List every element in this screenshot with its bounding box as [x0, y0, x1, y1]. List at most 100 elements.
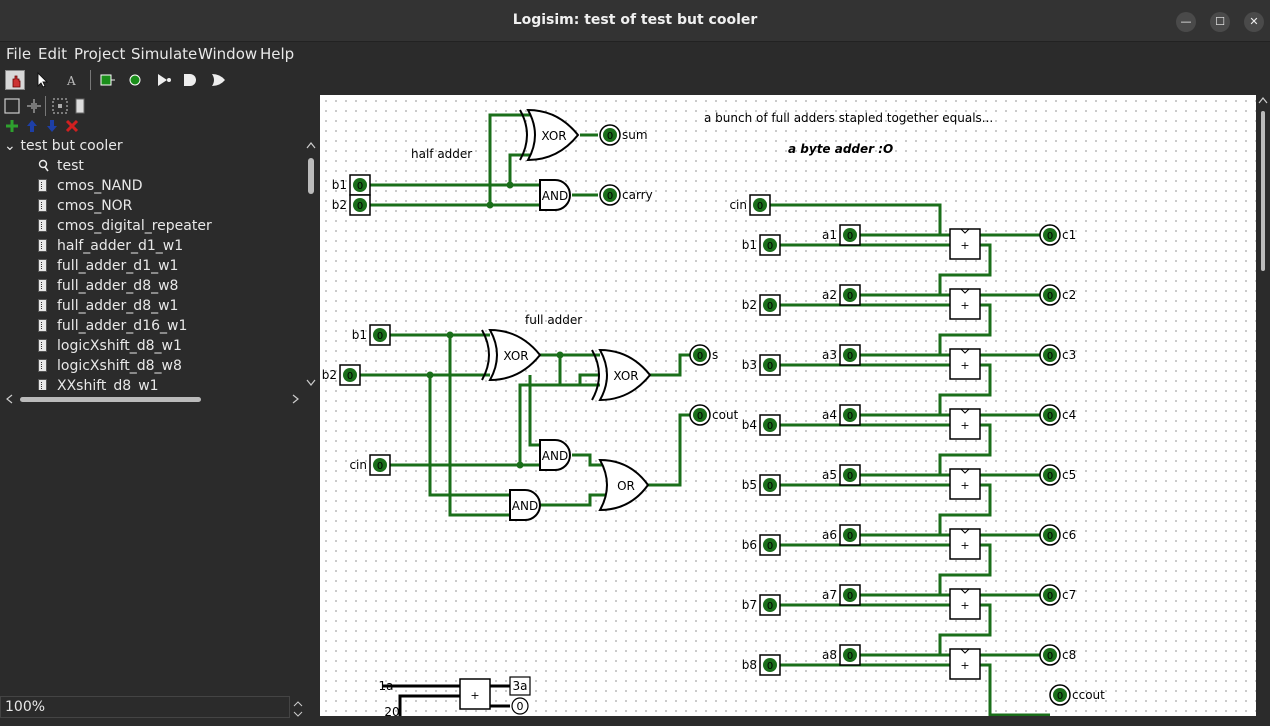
- circuit-appearance-icon[interactable]: [24, 96, 44, 116]
- half-xor-gate: [526, 108, 580, 162]
- byte-input-a2-value: 0: [847, 291, 853, 302]
- output-pin-icon[interactable]: [125, 70, 145, 90]
- byte-input-b2-value: 0: [767, 301, 773, 312]
- tree-item-cmos-nor[interactable]: cmos_NOR: [38, 198, 132, 214]
- adder-symbol: +: [960, 539, 969, 552]
- explorer-horizontal-scrollbar[interactable]: [0, 391, 318, 407]
- move-down-icon[interactable]: [42, 116, 62, 136]
- adder-symbol: +: [960, 359, 969, 372]
- tree-item-label: cmos_NOR: [57, 198, 133, 214]
- bottom-output-box: [509, 676, 531, 696]
- tree-item-full-adder-d16-w1[interactable]: full_adder_d16_w1: [38, 318, 187, 334]
- adder-carry-notch: [960, 528, 970, 534]
- menu-project[interactable]: Project: [74, 45, 126, 63]
- full-and-gate-1: [539, 439, 571, 471]
- menu-window[interactable]: Window: [198, 45, 258, 63]
- menu-help[interactable]: Help: [260, 45, 295, 63]
- zoom-input[interactable]: 100%: [0, 696, 290, 718]
- tree-item-xxshift-d8-w1[interactable]: XXshift_d8_w1: [38, 378, 159, 390]
- close-button[interactable]: ✕: [1244, 12, 1264, 32]
- tree-item-label: logicXshift_d8_w8: [57, 358, 182, 374]
- byte-output-c1-label: c1: [1062, 228, 1076, 242]
- byte-output-c7-value: 0: [1047, 591, 1053, 602]
- byte-output-c2-value: 0: [1047, 291, 1053, 302]
- adder-carry-notch: [960, 648, 970, 654]
- full-output-s-value: 0: [697, 351, 703, 362]
- half-input-b2-led: [353, 198, 367, 212]
- explorer-vertical-scrollbar[interactable]: [305, 140, 317, 388]
- full-output-cout-value: 0: [697, 411, 703, 422]
- byte-input-a7-label: a7: [822, 588, 837, 602]
- delete-circuit-icon[interactable]: [62, 116, 82, 136]
- tree-item-logicxshift-d8-w1[interactable]: logicXshift_d8_w1: [38, 338, 182, 354]
- poke-tool-hand-icon[interactable]: [5, 70, 25, 90]
- full-and-gate-2: [509, 489, 541, 521]
- byte-input-b1-label: b1: [742, 238, 757, 252]
- adder-carry-notch: [960, 588, 970, 594]
- and-gate-icon[interactable]: [180, 70, 200, 90]
- explorer-toolbar: [0, 118, 318, 136]
- tree-item-full-adder-d8-w8[interactable]: full_adder_d8_w8: [38, 278, 178, 294]
- text-tool-icon[interactable]: A: [61, 70, 81, 90]
- menu-edit[interactable]: Edit: [38, 45, 68, 63]
- circuit-chip-icon: [38, 279, 47, 292]
- full-xor-gate-2-label: XOR: [613, 369, 638, 383]
- tree-item-test[interactable]: test: [38, 158, 84, 174]
- half-output-carry-value: 0: [607, 191, 613, 202]
- half-output-sum-label: sum: [622, 128, 648, 142]
- input-pin-icon[interactable]: [97, 70, 117, 90]
- not-gate-icon[interactable]: [153, 70, 173, 90]
- wire-junction: [446, 331, 454, 339]
- full-xor-gate-2-back-curve: [591, 349, 600, 401]
- tree-item-full-adder-d8-w1[interactable]: full_adder_d8_w1: [38, 298, 178, 314]
- byte-input-b7-value: 0: [767, 601, 773, 612]
- add-circuit-icon[interactable]: [2, 116, 22, 136]
- move-up-icon[interactable]: [22, 116, 42, 136]
- or-gate-icon[interactable]: [208, 70, 228, 90]
- circuit-chip-icon: [38, 299, 47, 312]
- subcircuit-layout-icon[interactable]: [50, 96, 70, 116]
- explorer-tree: ⌄ test but cooler test cmos_NAND cmos_NO…: [0, 138, 318, 390]
- byte-input-b5-value: 0: [767, 481, 773, 492]
- byte-input-a4-value: 0: [847, 411, 853, 422]
- menu-file[interactable]: File: [6, 45, 32, 63]
- tree-root-project[interactable]: ⌄ test but cooler: [4, 138, 123, 154]
- maximize-button[interactable]: ☐: [1210, 12, 1230, 32]
- byte-output-c6-value: 0: [1047, 531, 1053, 542]
- minimize-button[interactable]: —: [1176, 12, 1196, 32]
- full-input-b2-value: 0: [347, 371, 353, 382]
- byte-input-a2-led: [843, 288, 857, 302]
- wire-junction: [556, 351, 564, 359]
- layout-edit-icon[interactable]: [2, 96, 22, 116]
- window-title: Logisim: test of test but cooler: [512, 12, 758, 28]
- tree-item-half-adder-d1-w1[interactable]: half_adder_d1_w1: [38, 238, 183, 254]
- byte-adder-unit: [949, 648, 981, 680]
- byte-input-b8-value: 0: [767, 661, 773, 672]
- byte-output-c3-led: [1043, 348, 1057, 362]
- canvas-horizontal-scrollbar[interactable]: [320, 716, 1256, 726]
- circuit-chip-icon: [38, 199, 47, 212]
- tree-item-cmos-nand[interactable]: cmos_NAND: [38, 178, 143, 194]
- canvas-vertical-scrollbar[interactable]: [1256, 95, 1270, 716]
- full-and-gate-1-label: AND: [542, 449, 568, 463]
- chevron-down-icon[interactable]: ⌄: [4, 138, 16, 154]
- half-output-carry-led: [603, 188, 617, 202]
- adder-symbol: +: [960, 299, 969, 312]
- byte-adder-unit: [949, 408, 981, 440]
- tree-item-cmos-digital-repeater[interactable]: cmos_digital_repeater: [38, 218, 212, 234]
- menu-simulate[interactable]: Simulate: [131, 45, 198, 63]
- zoom-stepper[interactable]: [292, 698, 304, 720]
- tree-item-logicxshift-d8-w8[interactable]: logicXshift_d8_w8: [38, 358, 182, 374]
- subcircuit-appearance-icon[interactable]: [70, 96, 90, 116]
- tree-item-label: logicXshift_d8_w1: [57, 338, 182, 354]
- byte-input-b8-label: b8: [742, 658, 757, 672]
- byte-input-a1-value: 0: [847, 231, 853, 242]
- circuit-chip-icon: [38, 259, 47, 272]
- bottom-output-0: 0: [517, 700, 524, 713]
- byte-input-b4-led: [763, 418, 777, 432]
- select-tool-arrow-icon[interactable]: [33, 70, 53, 90]
- tree-item-full-adder-d1-w1[interactable]: full_adder_d1_w1: [38, 258, 178, 274]
- half-xor-gate-back-curve: [519, 109, 528, 161]
